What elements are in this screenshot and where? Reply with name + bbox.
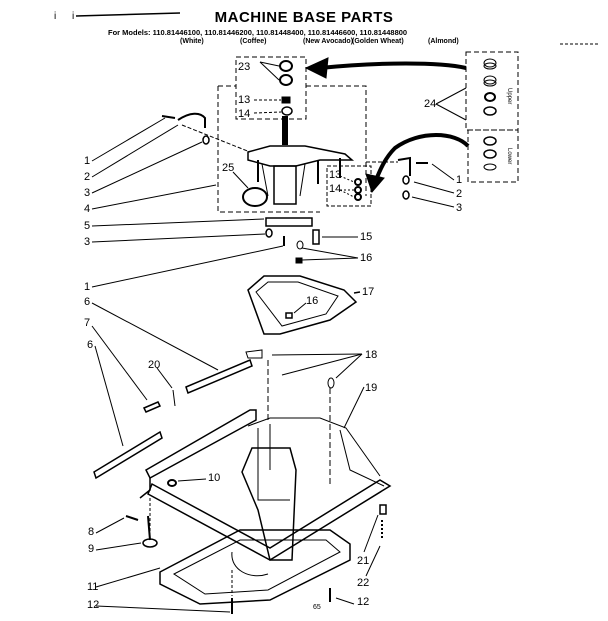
page-title: MACHINE BASE PARTS [214,9,394,26]
callout-3: 3 [456,202,463,214]
model-number: 110.81446200, [204,28,254,37]
model-color: (Golden Wheat) [352,38,404,45]
callout-23: 23 [238,61,251,73]
callout-3: 3 [84,187,91,199]
callout-6: 6 [87,339,94,351]
callout-15: 15 [360,231,373,243]
callout-2: 2 [456,188,463,200]
model-color: (Coffee) [240,38,267,45]
margin-mark: i [72,11,75,22]
callout-12: 12 [87,599,100,611]
callout-22: 22 [357,577,370,589]
callout-2: 2 [84,171,91,183]
callout-10: 10 [208,472,221,484]
callout-4: 4 [84,203,91,215]
callout-9: 9 [88,543,95,555]
model-number: 110.81446600, [307,28,358,37]
callout-25: 25 [222,162,235,174]
callout-13: 13 [238,94,251,106]
lower-label: Lower [506,148,512,165]
callout-7: 7 [84,317,91,329]
callout-8: 8 [88,526,95,538]
callout-14: 14 [238,108,251,120]
callout-1: 1 [456,174,463,186]
model-color: (Almond) [428,38,459,45]
model-number: 110.81448800 [359,28,408,37]
callout-16: 16 [360,252,373,264]
callout-14: 14 [329,183,342,195]
callout-20: 20 [148,359,161,371]
model-list: For Models: 110.81446100, 110.81446200, … [108,28,407,37]
margin-mark: i [54,11,57,22]
callout-18: 18 [365,349,378,361]
callout-1: 1 [84,155,91,167]
model-color: (White) [180,38,204,45]
model-color: (New Avocado) [303,38,354,45]
callout-3: 3 [84,236,91,248]
callout-24: 24 [424,98,437,110]
callout-13: 13 [329,169,342,181]
callout-6: 6 [84,296,91,308]
model-number: 110.81448400, [256,28,306,37]
page-mark: 65 [313,604,321,611]
callout-5: 5 [84,220,91,232]
callout-21: 21 [357,555,370,567]
callout-1: 1 [84,281,91,293]
upper-label: Upper [506,88,512,105]
callout-12: 12 [357,596,370,608]
callout-16: 16 [306,295,319,307]
model-number: 110.81446100, [152,28,203,37]
callout-19: 19 [365,382,378,394]
models-prefix: For Models: [108,28,151,37]
callout-11: 11 [87,581,99,593]
callout-17: 17 [362,286,375,298]
